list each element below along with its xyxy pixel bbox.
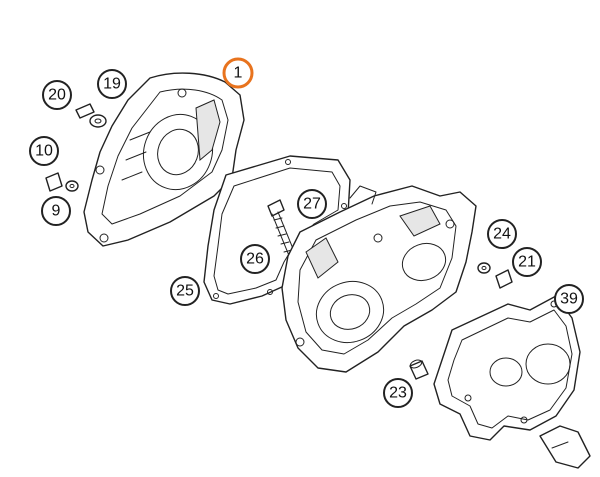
svg-text:21: 21 [518,254,536,271]
bolt-part-10[interactable] [45,172,63,192]
svg-text:23: 23 [389,385,407,402]
dowel-part-23[interactable] [409,359,429,380]
callout-39[interactable]: 39 [554,284,584,314]
crankcase-half[interactable] [281,185,477,373]
callout-1[interactable]: 1 [222,57,254,89]
svg-text:39: 39 [560,291,578,308]
washer-part-19[interactable] [89,114,107,128]
callout-24[interactable]: 24 [487,219,517,249]
washer-part-24[interactable] [477,262,491,274]
callout-9[interactable]: 9 [41,196,71,226]
callout-19[interactable]: 19 [97,69,127,99]
svg-text:27: 27 [303,196,321,213]
partial-part-bottom-right [539,425,591,469]
callout-26[interactable]: 26 [240,244,270,274]
svg-text:25: 25 [176,283,194,300]
svg-text:19: 19 [103,76,121,93]
engine-cover-part-1[interactable] [83,72,245,247]
gasket-part-39[interactable] [433,295,581,441]
callout-10[interactable]: 10 [29,136,59,166]
screw-part-27[interactable] [267,199,285,217]
svg-text:20: 20 [48,87,66,104]
washer-part-9[interactable] [65,180,79,192]
bolt-part-21[interactable] [495,269,513,289]
callout-27[interactable]: 27 [297,189,327,219]
svg-text:9: 9 [52,203,61,220]
callout-25[interactable]: 25 [170,276,200,306]
bolt-part-20[interactable] [75,103,95,119]
callout-20[interactable]: 20 [42,80,72,110]
svg-text:26: 26 [246,251,264,268]
callout-23[interactable]: 23 [383,378,413,408]
callout-21[interactable]: 21 [512,247,542,277]
svg-text:24: 24 [493,226,511,243]
svg-text:1: 1 [234,65,243,82]
svg-text:10: 10 [35,143,53,160]
